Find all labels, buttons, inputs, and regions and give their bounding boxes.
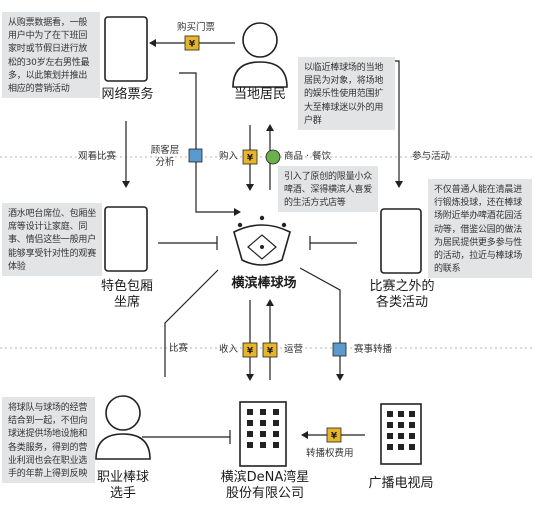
node-online-ticketing: 网络票务: [101, 87, 154, 102]
svg-text:¥: ¥: [189, 40, 196, 50]
box-note: 酒水吧台席位、包厢坐席等设计让家庭、同事、情侣这些一般用户能够享受针对性的观赛体…: [2, 203, 102, 276]
node-broadcaster: 广播电视局: [368, 476, 434, 491]
node-players: 职业棒球 选手: [96, 470, 149, 501]
box-seat-icon: [104, 206, 148, 272]
svg-text:¥: ¥: [247, 154, 254, 164]
player-icon: [95, 395, 151, 460]
edge-label-customer-analysis: 顾客层 分析: [150, 145, 180, 168]
data-square-icon: [188, 148, 347, 357]
edge-game: [164, 269, 219, 377]
edge-label-operation: 运营: [284, 344, 304, 355]
edge-label-purchase: 购入: [219, 151, 239, 162]
node-company: 横滨DeNA湾星 股份有限公司: [220, 470, 310, 501]
goods-circle-icon: [265, 149, 281, 165]
events-icon: [380, 208, 422, 274]
edge-label-revenue: 收入: [219, 344, 239, 355]
player-note: 将球队与球场的经营结合到一起，不但向球迷提供场地设施和各类服务，得到的营业利润也…: [2, 397, 95, 483]
edge-label-watch-game: 观看比赛: [78, 151, 117, 162]
edge-label-participate: 参与活动: [412, 151, 451, 162]
resident-note: 以临近棒球场的当地居民为对象，将场地的娱乐性使用范围扩大至棒球迷以外的用户群: [298, 57, 395, 130]
edge-label-broadcast: 赛事转播: [354, 344, 393, 355]
yen-coin-icon: ¥ ¥ ¥ ¥ ¥: [184, 35, 342, 443]
edge-label-game: 比赛: [169, 343, 189, 354]
edge-label-buy-ticket: 购买门票: [177, 22, 216, 33]
edge-customer-analysis: [179, 72, 241, 216]
ticket-note: 从购票数据看，一般用户中为了在下班回家时或节假日进行放松的30岁左右男性最多，以…: [2, 12, 100, 98]
node-local-residents: 当地居民: [233, 87, 286, 102]
goods-note: 引入了原创的限量小众啤酒、深得横滨人喜爱的生活方式店等: [278, 166, 378, 212]
stadium-icon: [233, 215, 291, 266]
edge-label-goods-food: 商品 · 餐饮: [284, 151, 332, 162]
broadcaster-building-icon: [380, 403, 422, 465]
svg-text:¥: ¥: [267, 347, 274, 357]
node-other-events: 比赛之外的 各类活动: [369, 279, 435, 310]
node-stadium: 横滨棒球场: [231, 276, 297, 291]
person-icon: [232, 22, 288, 88]
event-note: 不仅普通人能在清晨进行锻炼投球，还在棒球场附近举办啤酒花园活动等，借鉴公园的做法…: [428, 179, 532, 278]
edge-label-broadcast-fee: 转播权费用: [306, 448, 354, 459]
edge-broadcast: [299, 267, 344, 381]
ticketing-phone-icon: [104, 16, 148, 82]
company-building-icon: [239, 401, 287, 467]
svg-text:¥: ¥: [247, 347, 254, 357]
node-box-seats: 特色包厢 坐席: [100, 279, 153, 310]
svg-text:¥: ¥: [331, 432, 338, 442]
